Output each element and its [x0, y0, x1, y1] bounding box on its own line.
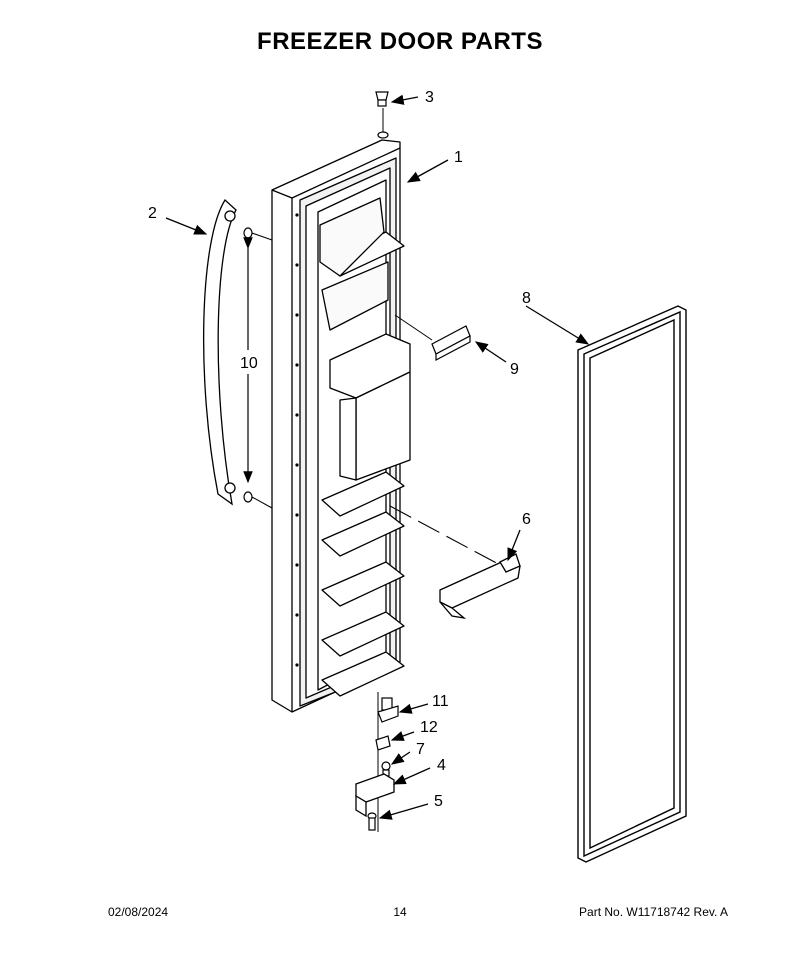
door-gasket — [577, 305, 687, 863]
callout-11: 11 — [432, 693, 449, 710]
door-bin — [439, 553, 521, 620]
callout-12: 12 — [420, 719, 438, 736]
hinge-screw — [367, 812, 377, 831]
footer-page-number: 14 — [393, 905, 407, 919]
callout-2: 2 — [148, 205, 157, 222]
callout-1: 1 — [454, 149, 463, 166]
footer-part-number: Part No. W11718742 Rev. A — [579, 905, 728, 919]
trim-strip — [431, 325, 471, 361]
footer-date: 02/08/2024 — [108, 905, 169, 919]
callout-6: 6 — [522, 511, 531, 528]
callout-4: 4 — [437, 757, 446, 774]
callout-3: 3 — [425, 89, 434, 106]
hinge-shim — [375, 735, 391, 751]
leader-lines — [165, 94, 590, 820]
page-title: FREEZER DOOR PARTS — [257, 28, 543, 55]
door-plug — [375, 91, 389, 139]
callout-8: 8 — [522, 290, 531, 307]
door-handle — [202, 198, 237, 506]
hinge-pin-bushing — [377, 697, 399, 723]
callout-9: 9 — [510, 361, 519, 378]
callout-10: 10 — [240, 355, 258, 372]
callout-7: 7 — [416, 741, 425, 758]
callout-5: 5 — [434, 793, 443, 810]
bottom-hinge — [355, 773, 395, 818]
freezer-door — [271, 139, 411, 713]
